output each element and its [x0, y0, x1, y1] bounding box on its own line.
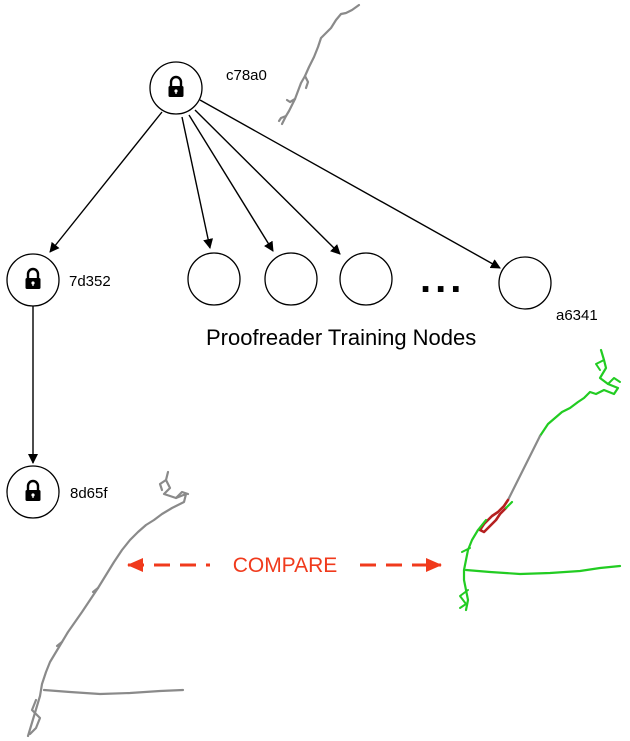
neuron-reference-top	[277, 3, 361, 126]
node-8d65f-label: 8d65f	[70, 485, 108, 502]
edge-root-to-a6341	[199, 99, 501, 269]
node-7d352-label: 7d352	[69, 273, 111, 290]
edge-root-to-7d352	[49, 111, 163, 253]
compare-arrow: COMPARE	[127, 554, 442, 577]
node-root: c78a0	[149, 61, 267, 115]
compare-label: COMPARE	[233, 554, 338, 577]
node-7d352: 7d352	[6, 253, 111, 307]
node-a6341-label: a6341	[556, 307, 598, 324]
edge-root-to-train-1	[181, 116, 214, 249]
training-node-1	[187, 252, 241, 306]
training-nodes-title: Proofreader Training Nodes	[206, 325, 476, 350]
edge-root-to-train-3	[194, 109, 341, 255]
neuron-reference-bottom	[26, 470, 190, 738]
training-node-a6341	[498, 256, 552, 310]
training-nodes	[187, 252, 552, 310]
training-node-2	[264, 252, 318, 306]
training-ellipsis: ...	[420, 257, 465, 301]
training-node-3	[339, 252, 393, 306]
edges	[28, 99, 501, 464]
node-root-label: c78a0	[226, 67, 267, 84]
neuron-proofread	[459, 348, 622, 612]
node-8d65f: 8d65f	[6, 465, 108, 519]
edge-root-to-train-2	[188, 114, 274, 252]
